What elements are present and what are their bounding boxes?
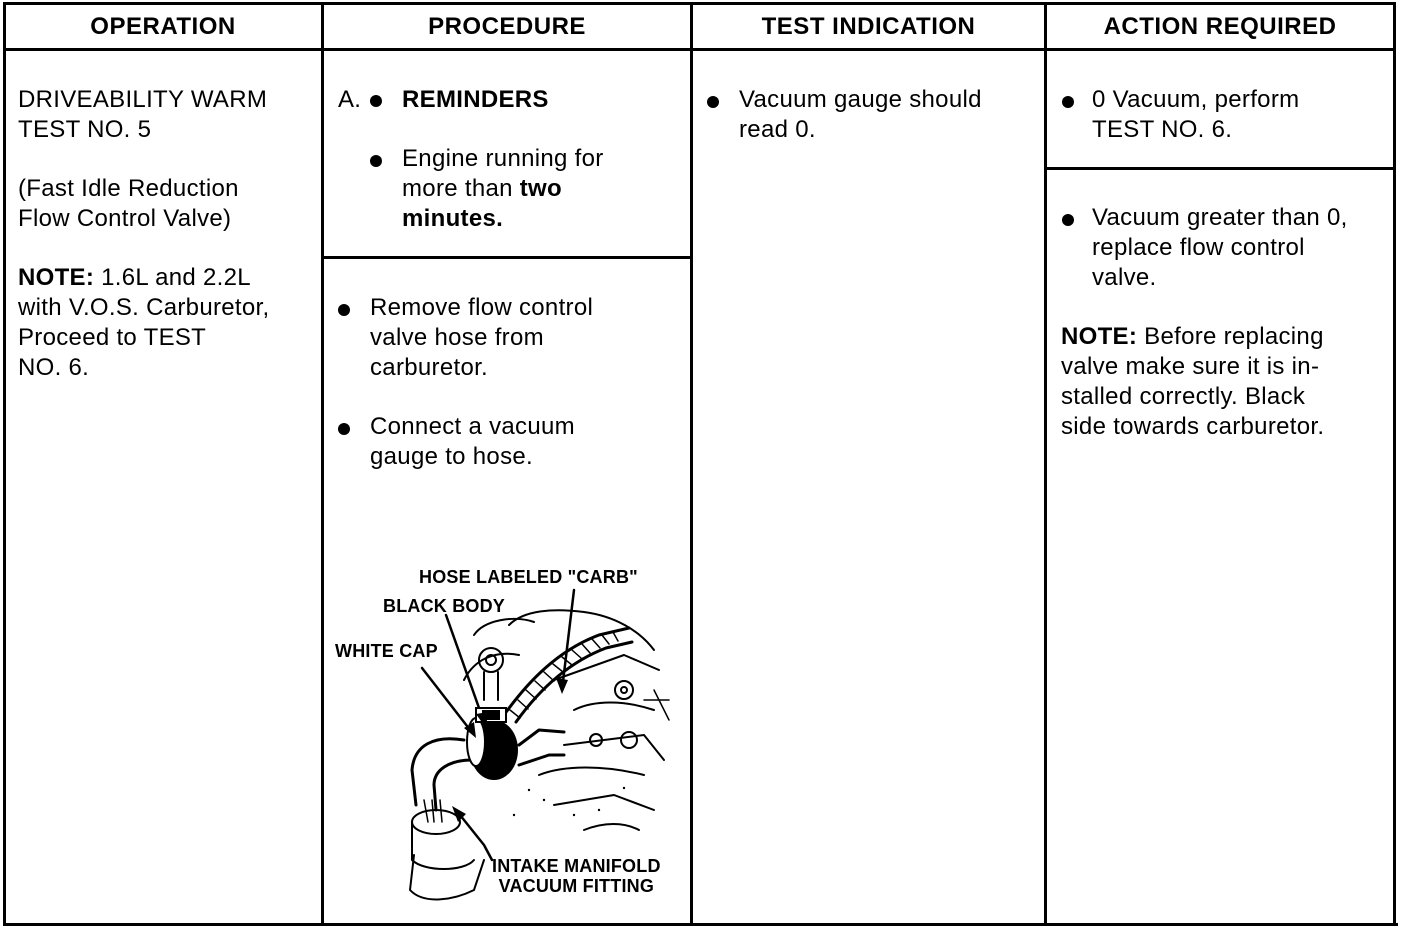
action-item-1: 0 Vacuum, perform TEST NO. 6. bbox=[1092, 86, 1300, 143]
column-divider-3 bbox=[1044, 2, 1047, 926]
label-intake-manifold: INTAKE MANIFOLD VACUUM FITTING bbox=[492, 856, 661, 896]
header-operation: OPERATION bbox=[90, 13, 236, 40]
bullet bbox=[338, 304, 350, 316]
label-black-body: BLACK BODY bbox=[383, 596, 505, 616]
table-border-top bbox=[3, 2, 1396, 5]
label-white-cap: WHITE CAP bbox=[335, 641, 438, 661]
flow-control-valve-diagram bbox=[409, 588, 670, 901]
test-indication-text: Vacuum gauge should read 0. bbox=[739, 86, 982, 143]
column-divider-1 bbox=[321, 2, 324, 926]
reminders-heading: REMINDERS bbox=[402, 86, 549, 113]
header-action-required: ACTION REQUIRED bbox=[1103, 13, 1337, 40]
table-border-left bbox=[3, 2, 6, 926]
note-label: NOTE: bbox=[18, 264, 95, 291]
bullet bbox=[370, 95, 382, 107]
header-divider bbox=[3, 48, 1396, 51]
procedure-step-2: Connect a vacuum gauge to hose. bbox=[370, 413, 575, 470]
action-row-divider bbox=[1045, 167, 1395, 170]
table-border-right bbox=[1393, 2, 1396, 926]
table-border-bottom bbox=[3, 923, 1398, 926]
bullet bbox=[707, 96, 719, 108]
procedure-step-1: Remove flow control valve hose from carb… bbox=[370, 294, 594, 381]
reminder-item: Engine running for more than two minutes… bbox=[402, 145, 604, 232]
operation-subtitle: (Fast Idle Reduction Flow Control Valve) bbox=[18, 175, 239, 232]
header-procedure: PROCEDURE bbox=[428, 13, 586, 40]
bullet bbox=[1062, 214, 1074, 226]
procedure-row-divider bbox=[322, 256, 692, 259]
bullet bbox=[338, 423, 350, 435]
header-test-indication: TEST INDICATION bbox=[761, 13, 976, 40]
action-note: NOTE: Before replacing valve make sure i… bbox=[1061, 323, 1325, 440]
step-letter: A. bbox=[338, 86, 362, 113]
bullet bbox=[1062, 96, 1074, 108]
bullet bbox=[370, 155, 382, 167]
label-hose-carb: HOSE LABELED "CARB" bbox=[419, 567, 638, 587]
operation-note: NOTE: 1.6L and 2.2L with V.O.S. Carburet… bbox=[18, 264, 270, 381]
action-item-2: Vacuum greater than 0, replace flow cont… bbox=[1092, 204, 1348, 291]
note-label: NOTE: bbox=[1061, 323, 1138, 350]
column-divider-2 bbox=[690, 2, 693, 926]
operation-title: DRIVEABILITY WARM TEST NO. 5 bbox=[18, 86, 268, 143]
